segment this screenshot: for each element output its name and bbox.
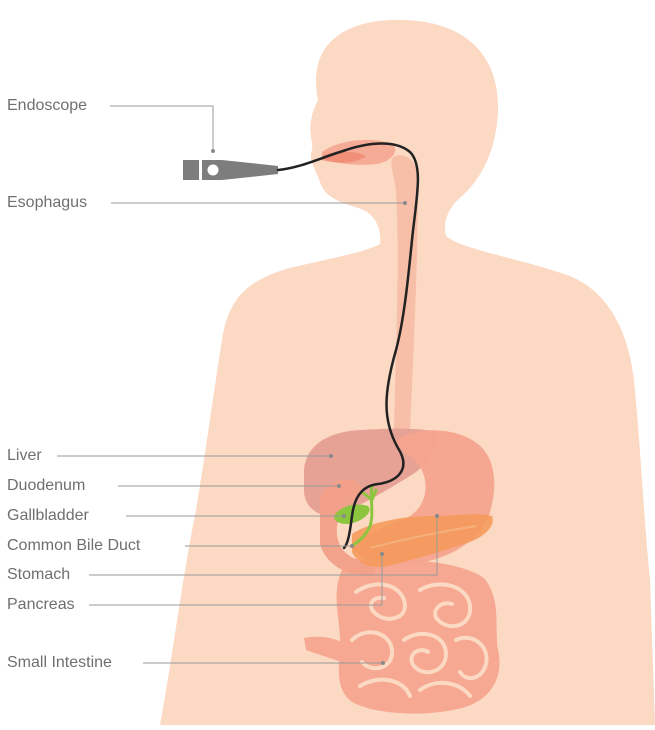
label-small-intestine: Small Intestine (7, 654, 112, 672)
label-pancreas: Pancreas (7, 596, 75, 614)
endoscope-device (183, 160, 278, 180)
label-stomach: Stomach (7, 566, 70, 584)
label-liver: Liver (7, 447, 42, 465)
label-endoscope: Endoscope (7, 97, 87, 115)
label-duodenum: Duodenum (7, 477, 85, 495)
label-common-bile-duct: Common Bile Duct (7, 537, 140, 555)
label-esophagus: Esophagus (7, 194, 87, 212)
label-gallbladder: Gallbladder (7, 507, 89, 525)
leader-endoscope (110, 106, 213, 150)
